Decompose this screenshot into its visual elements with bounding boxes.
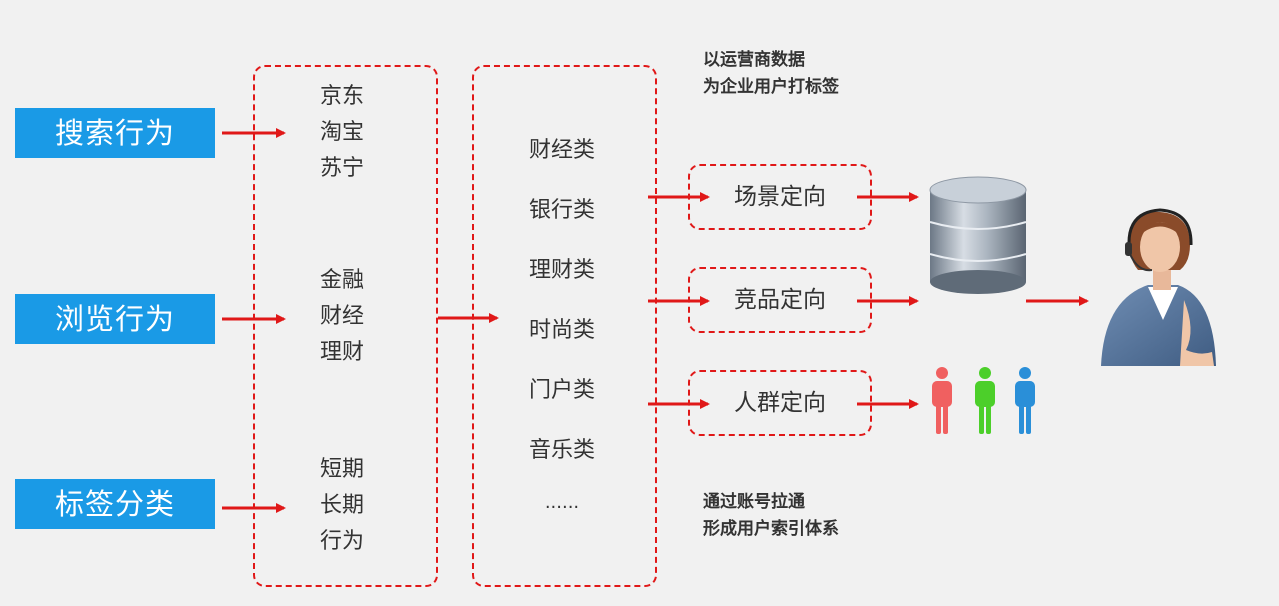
- person-icon-red: [932, 367, 952, 434]
- target-competitor: 竞品定向: [688, 267, 872, 333]
- source-group-tag: 短期 长期 行为: [320, 452, 364, 560]
- people-icon: [932, 367, 1035, 434]
- source-item: 长期: [320, 493, 365, 518]
- category-item: 时尚类: [528, 318, 595, 343]
- category-item: 财经类: [528, 138, 595, 163]
- behavior-box-search: 搜索行为: [15, 108, 215, 158]
- source-item: 苏宁: [320, 156, 365, 181]
- source-group-search: 京东 淘宝 苏宁: [320, 79, 364, 187]
- person-icon-green: [975, 367, 995, 434]
- category-column: [472, 65, 657, 587]
- source-item: 京东: [320, 84, 365, 109]
- customer-service-agent-icon: [1101, 208, 1216, 366]
- source-item: 理财: [320, 340, 365, 365]
- note-line: 形成用户索引体系: [703, 519, 839, 539]
- database-icon: [929, 176, 1027, 294]
- note-line: 通过账号拉通: [703, 492, 805, 512]
- category-ellipsis: ......: [544, 492, 580, 513]
- note-line: 以运营商数据: [703, 50, 805, 70]
- behavior-box-tag: 标签分类: [15, 479, 215, 529]
- note-top: 以运营商数据 为企业用户打标签: [703, 47, 839, 101]
- category-item: 门户类: [528, 378, 595, 403]
- source-item: 淘宝: [320, 120, 365, 145]
- source-item: 行为: [320, 529, 365, 554]
- source-column: [253, 65, 438, 587]
- note-line: 为企业用户打标签: [703, 77, 839, 97]
- source-item: 财经: [320, 304, 365, 329]
- category-item: 银行类: [528, 198, 595, 223]
- person-icon-blue: [1015, 367, 1035, 434]
- category-item: 理财类: [528, 258, 595, 283]
- behavior-box-browse: 浏览行为: [15, 294, 215, 344]
- source-item: 短期: [320, 457, 365, 482]
- note-bottom: 通过账号拉通 形成用户索引体系: [703, 489, 839, 543]
- source-group-browse: 金融 财经 理财: [320, 263, 364, 371]
- arrow-group-behavior: [222, 128, 1089, 513]
- source-item: 金融: [320, 268, 365, 293]
- category-item: 音乐类: [528, 438, 595, 463]
